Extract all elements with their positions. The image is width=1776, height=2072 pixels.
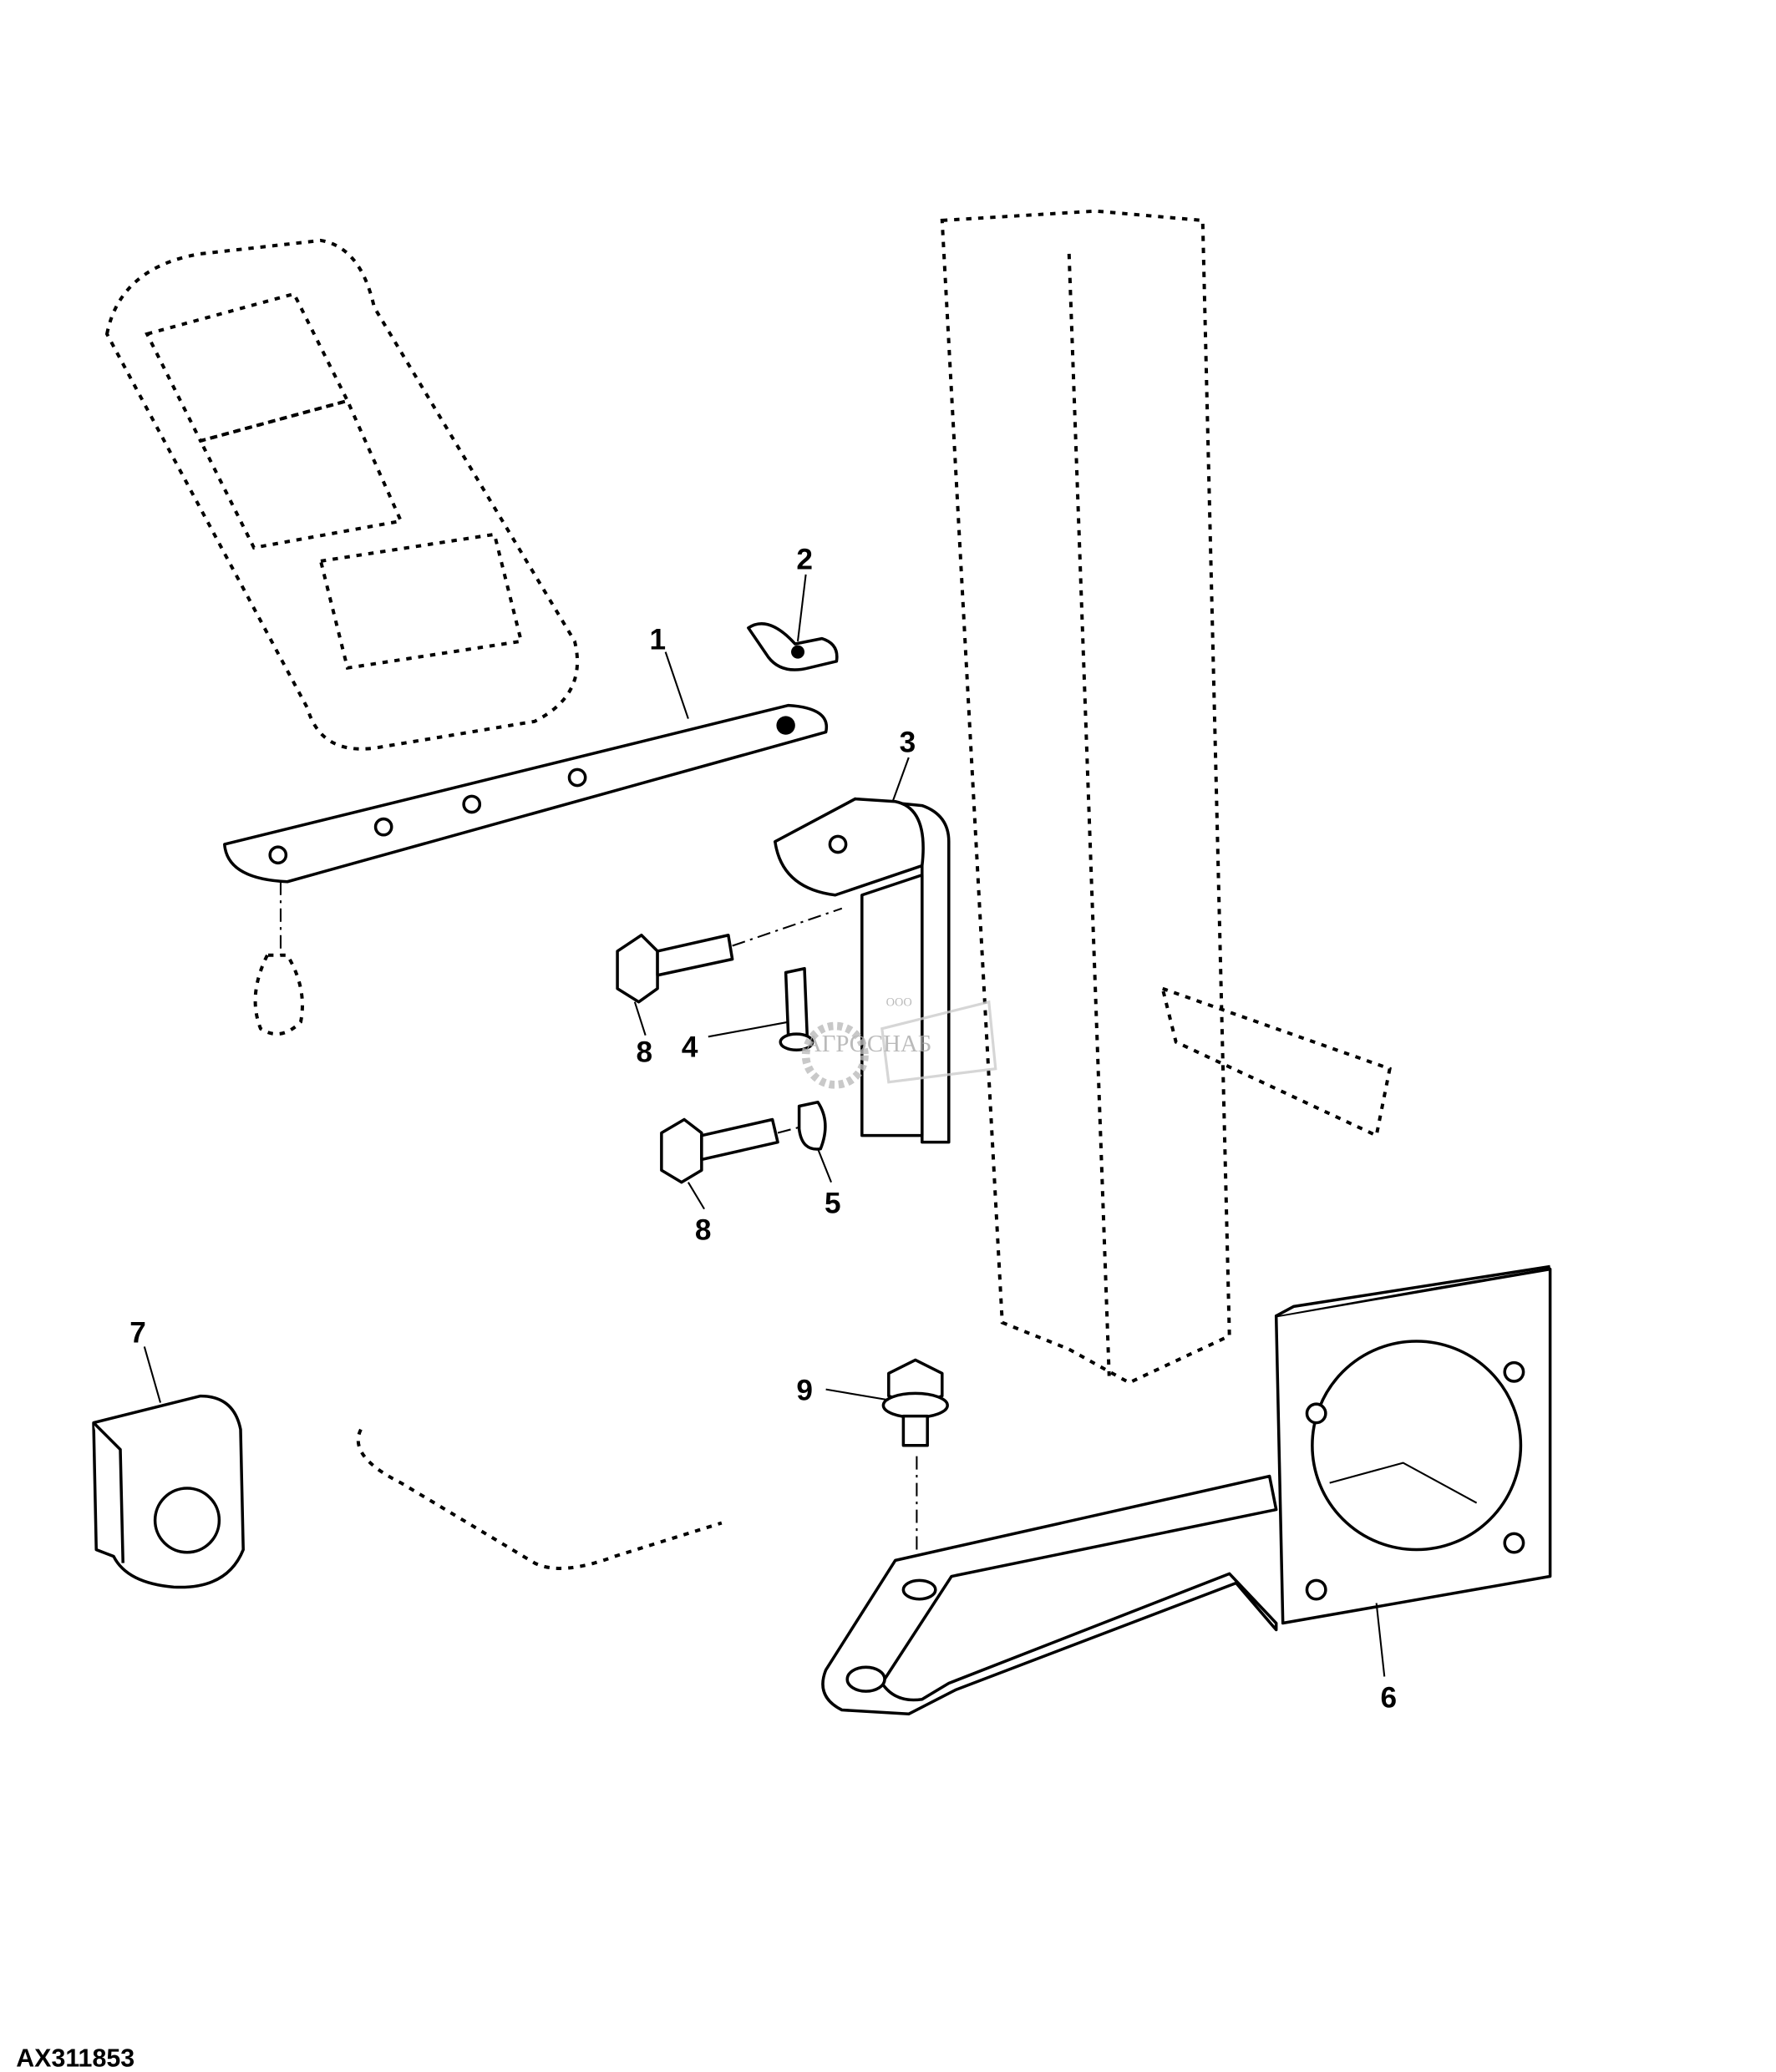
part-4-screw [779, 966, 814, 1052]
svg-text:АГРОСНАБ: АГРОСНАБ [804, 1031, 931, 1057]
callout-6[interactable]: 6 [1380, 1681, 1397, 1714]
part-9-flange-bolt [881, 1358, 949, 1583]
callout-4[interactable]: 4 [682, 1031, 698, 1063]
ghost-cable [356, 1428, 723, 1570]
figure-code: AX311853 [16, 2044, 134, 2072]
part-8-bolt-upper [616, 907, 843, 1004]
ghost-post [940, 209, 1392, 1385]
svg-text:ООО: ООО [886, 996, 912, 1010]
callout-3[interactable]: 3 [900, 727, 916, 759]
ghost-monitor [104, 238, 580, 751]
callout-5[interactable]: 5 [825, 1187, 841, 1219]
watermark-logo: ООО АГРОСНАБ [801, 996, 997, 1089]
callout-8-upper[interactable]: 8 [636, 1036, 652, 1069]
leader-lines [143, 574, 1386, 1677]
part-8-bolt-lower [660, 1117, 809, 1184]
part-7-grommet [92, 1394, 245, 1589]
part-5-clip [797, 1100, 827, 1151]
part-2-wing-nut [747, 622, 839, 671]
part-1-strap [223, 703, 829, 955]
callout-7[interactable]: 7 [129, 1317, 146, 1350]
ghost-knob [253, 953, 304, 1036]
callout-1[interactable]: 1 [649, 623, 666, 656]
callout-2[interactable]: 2 [796, 543, 813, 575]
callout-9[interactable]: 9 [796, 1374, 813, 1406]
callout-8-lower[interactable]: 8 [695, 1213, 712, 1246]
part-3-bracket [774, 797, 951, 1144]
part-6-mount-plate [821, 1264, 1552, 1716]
